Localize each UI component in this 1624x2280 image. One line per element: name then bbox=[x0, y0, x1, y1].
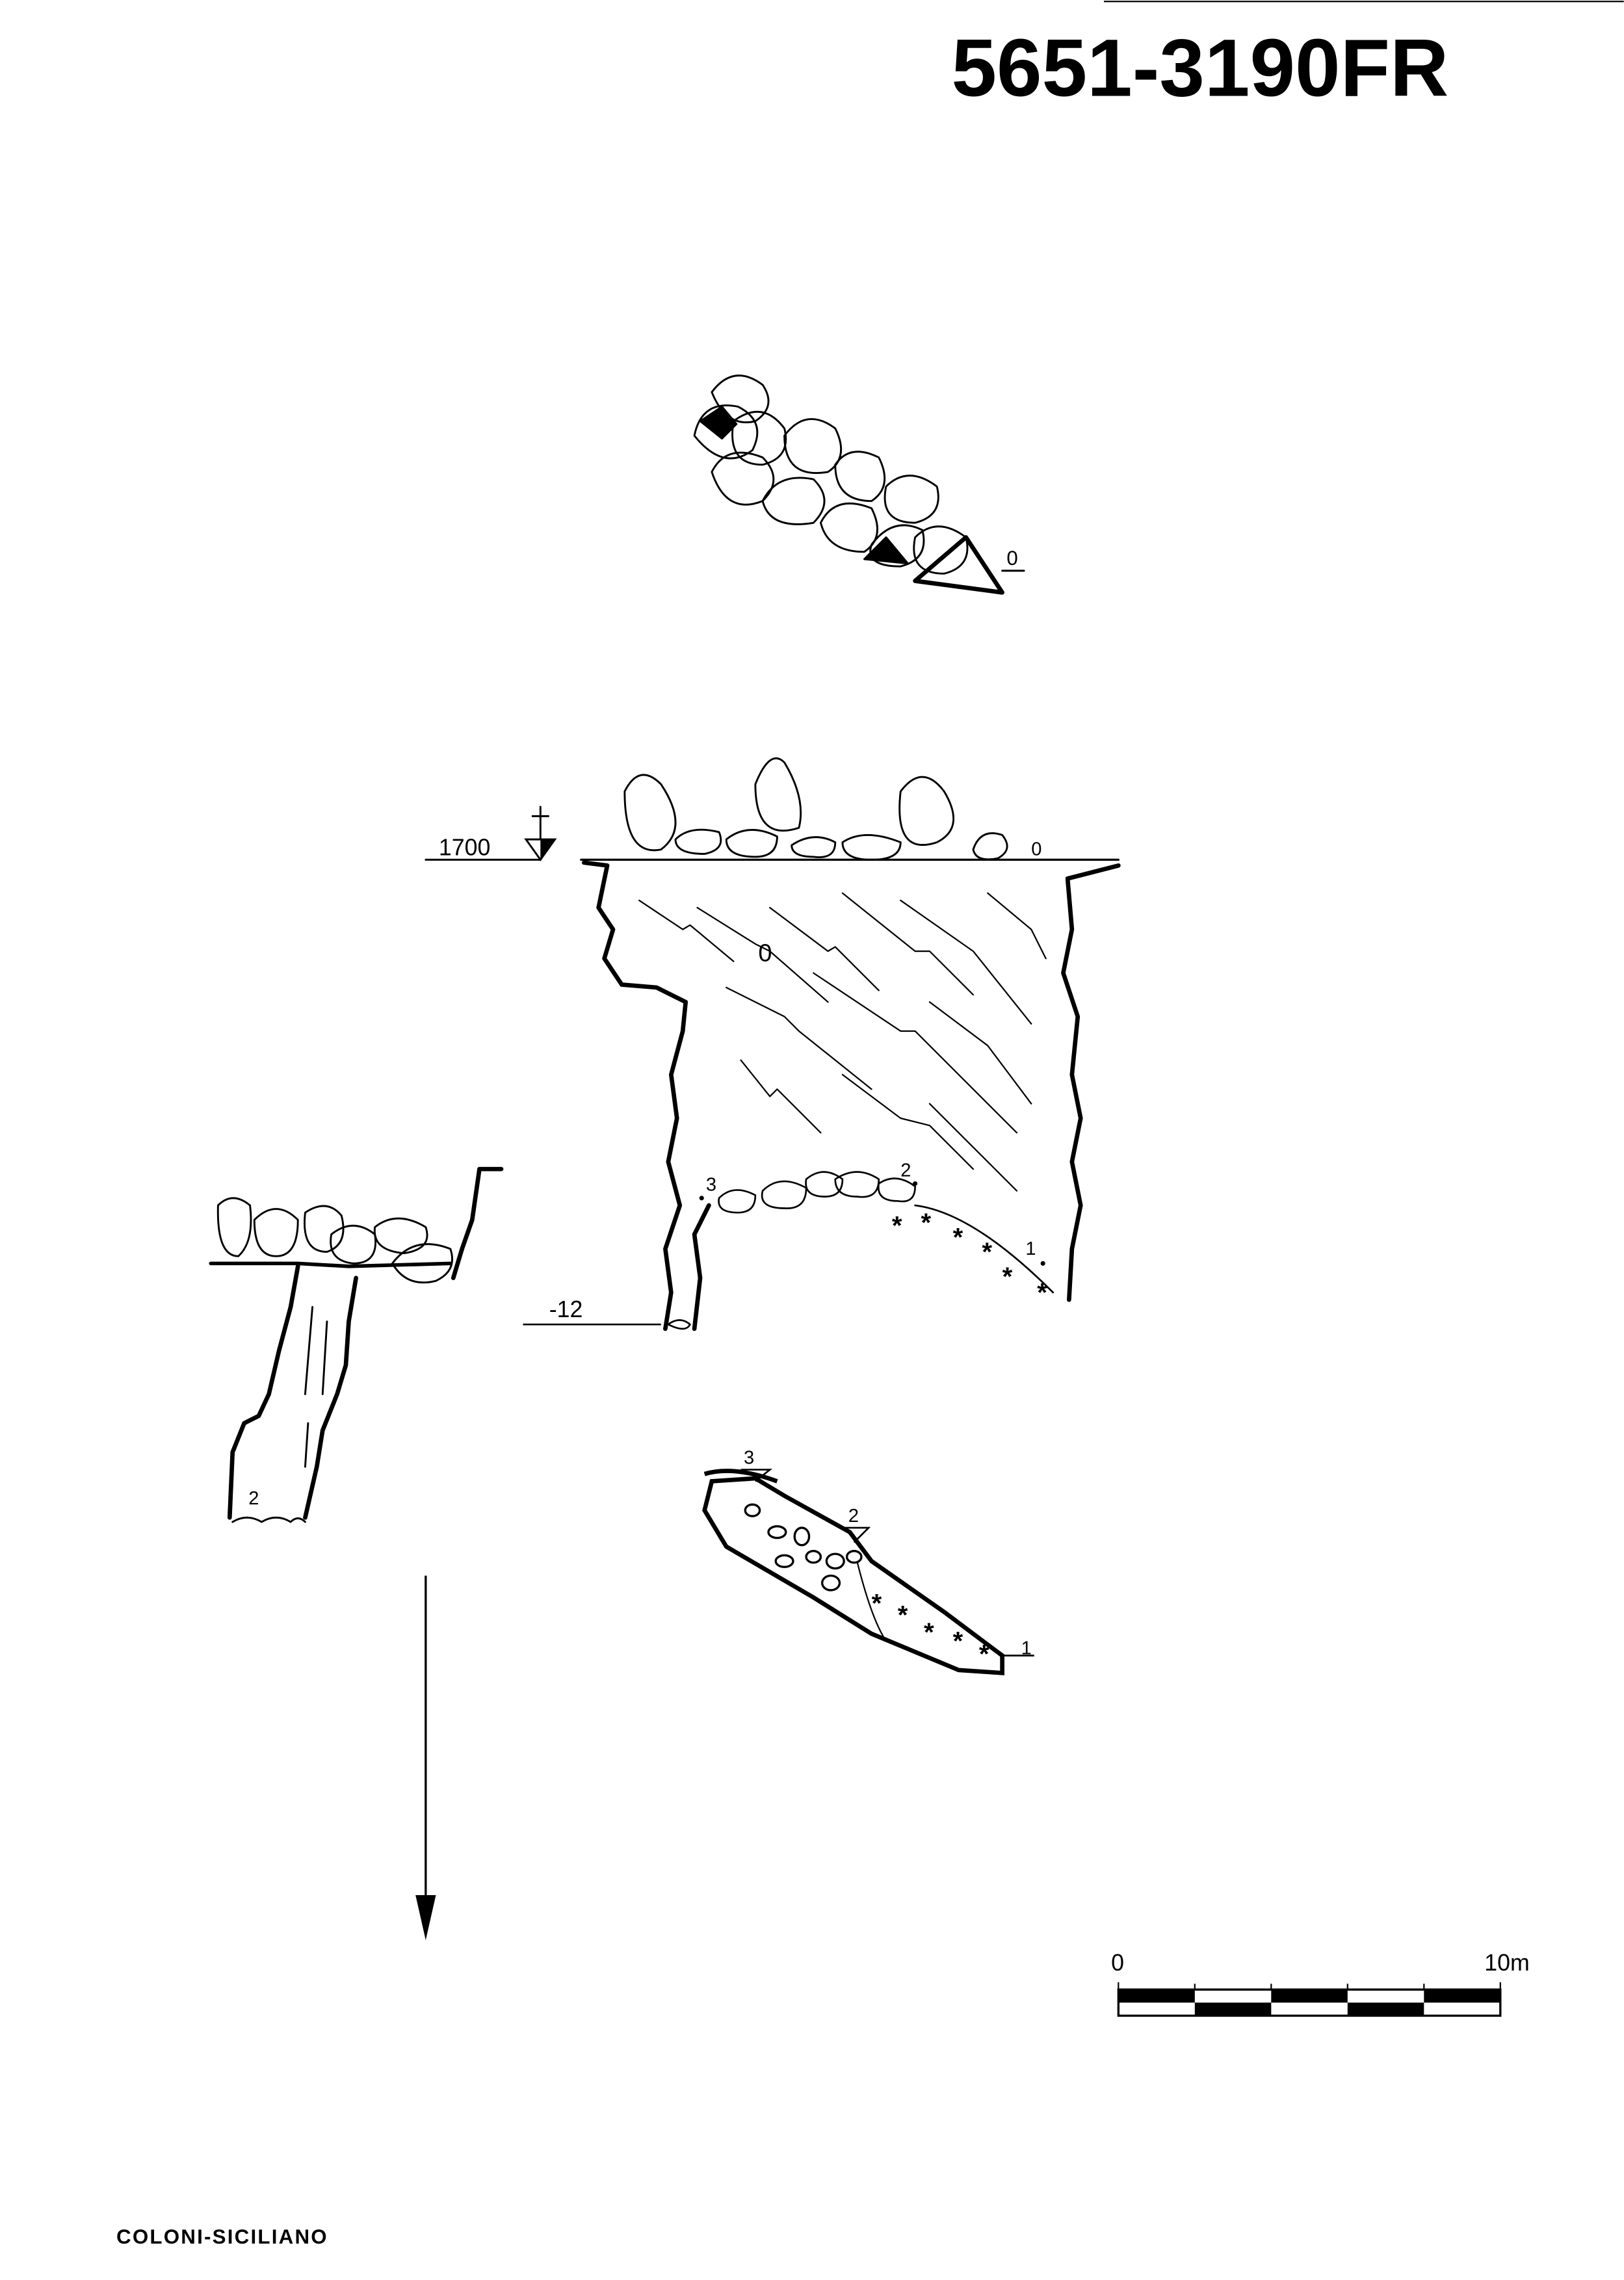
section-station-2: 2 bbox=[900, 1160, 911, 1181]
svg-text:*: * bbox=[982, 1237, 992, 1266]
plan-top-station-0: 0 bbox=[1006, 547, 1017, 570]
svg-text:*: * bbox=[924, 1618, 934, 1647]
plan-bottom: * * * * * bbox=[702, 1469, 1034, 1675]
plan-bottom-station-3: 3 bbox=[744, 1448, 754, 1469]
svg-text:*: * bbox=[953, 1627, 963, 1656]
cave-code-title: 5651-3190FR bbox=[951, 22, 1448, 113]
section-station-1: 1 bbox=[1025, 1238, 1036, 1259]
station-1-point bbox=[1040, 1261, 1045, 1266]
section-surface bbox=[425, 757, 1120, 861]
plan-bottom-station-2: 2 bbox=[848, 1506, 859, 1527]
svg-text:*: * bbox=[898, 1600, 908, 1629]
section-floor-boulders bbox=[667, 1171, 1054, 1330]
section-walls bbox=[581, 860, 1121, 1331]
scale-end-label: 10m bbox=[1484, 1950, 1530, 1976]
scale-bar bbox=[1117, 1982, 1502, 2017]
section-station-3: 3 bbox=[706, 1175, 716, 1196]
surface-station-0: 0 bbox=[1031, 839, 1041, 860]
profile-station-2: 2 bbox=[248, 1488, 259, 1509]
section-fill-label: 0 bbox=[758, 940, 772, 967]
altitude-marker bbox=[524, 806, 557, 861]
svg-text:*: * bbox=[1037, 1278, 1047, 1307]
svg-text:*: * bbox=[921, 1208, 932, 1237]
svg-text:*: * bbox=[979, 1640, 989, 1669]
station-2-point bbox=[913, 1181, 918, 1186]
section-hatching bbox=[638, 892, 1047, 1192]
depth-label: -12 bbox=[549, 1296, 583, 1322]
north-arrow-icon bbox=[415, 1575, 436, 1941]
station-3-point bbox=[699, 1196, 704, 1201]
svg-text:*: * bbox=[1002, 1262, 1013, 1291]
altitude-label: 1700 bbox=[439, 835, 491, 861]
plan-top-boulders bbox=[693, 374, 1025, 595]
svg-text:*: * bbox=[872, 1588, 882, 1618]
scale-start-label: 0 bbox=[1111, 1950, 1124, 1976]
svg-text:*: * bbox=[892, 1211, 902, 1240]
plan-bottom-station-1: 1 bbox=[1021, 1638, 1032, 1658]
profile-left bbox=[209, 1166, 504, 1523]
authors-label: COLONI-SICILIANO bbox=[116, 2225, 328, 2248]
svg-text:*: * bbox=[953, 1223, 963, 1252]
gravel-asterisks: * * * * * * bbox=[892, 1208, 1047, 1307]
